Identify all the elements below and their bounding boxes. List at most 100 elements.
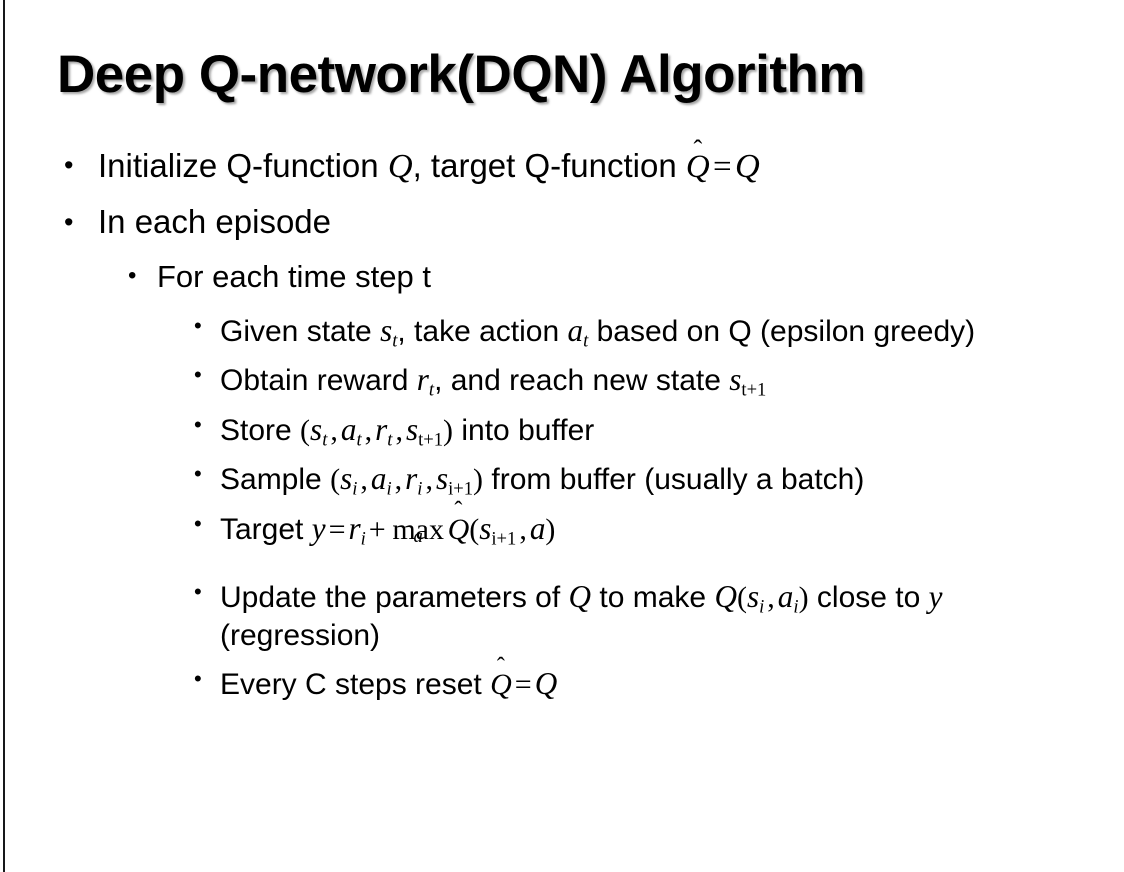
list-item: • Every C steps reset ̂Q=Q [0,664,1124,704]
math-subscript: i [759,596,765,618]
math-var-r: r [405,461,418,497]
text-run: from buffer (usually a batch) [483,463,865,497]
text-run: Obtain reward [220,364,417,398]
list-item: • In each episode [0,203,1124,243]
text-run: into buffer [453,413,595,447]
math-paren-close: ) [798,580,809,614]
math-subscript: t [387,429,393,451]
list-item-text: For each time step t [157,258,431,294]
math-var-s: s [479,510,492,546]
list-item-text: Initialize Q-function Q, target Q-functi… [98,146,1124,187]
bullet-glyph: • [194,411,202,437]
text-run: Update the parameters of [220,580,569,614]
math-comma: , [394,463,403,497]
list-item: • Store (st,at,rt,st+1) into buffer [0,410,1124,450]
math-paren-open: ( [469,512,480,546]
math-comma: , [395,413,403,447]
math-var-r: r [416,362,429,398]
list-item: • Target y=ri+maxâQ(si+1,a) [0,509,1124,561]
math-var-s: s [729,362,742,398]
math-op-plus: + [368,512,386,546]
math-subscript: t+1 [418,429,443,450]
bullet-glyph: • [194,510,202,536]
math-comma: , [360,463,368,497]
subscript-value: t+1 [418,429,444,451]
math-var-s: s [310,411,323,447]
math-subscript: i [360,528,366,550]
math-var-Qhat: ̂Q [686,148,710,187]
math-comma: , [519,512,527,546]
math-var-s: s [405,411,419,447]
math-var-a: a [567,312,584,348]
max-underscript: a [413,525,423,547]
subscript-value: i+1 [491,528,517,550]
list-item-text: Obtain reward rt, and reach new state st… [220,360,1096,400]
math-subscript: i [352,478,358,500]
math-var-Q: Q [714,578,737,614]
math-subscript: t [392,330,398,352]
text-run: , take action [397,314,568,348]
math-base-Q: Q [490,668,512,702]
math-base-Q: Q [685,149,710,185]
list-item-text: Sample (si,ai,ri,si+1) from buffer (usua… [220,459,1096,499]
subscript-value: t+1 [741,379,767,401]
math-var-s: s [746,578,760,614]
list-item-text: Target y=ri+maxâQ(si+1,a) [220,509,1096,549]
bullet-list: • Initialize Q-function Q, target Q-func… [0,146,1124,714]
math-paren-close: ) [473,463,484,497]
math-paren-open: ( [736,580,747,614]
math-comma: , [425,463,433,497]
bullet-glyph: • [194,461,202,487]
text-run: to make [591,580,715,614]
math-op-equals: = [328,512,346,546]
list-item: • Obtain reward rt, and reach new state … [0,360,1124,400]
math-comma: , [364,413,373,447]
math-var-a: a [340,411,357,447]
math-var-r: r [375,411,388,447]
text-run: Given state [220,314,381,348]
subscript-value: i+1 [448,478,474,500]
text-run: Every C steps reset [220,668,491,702]
math-var-s: s [380,312,393,348]
math-var-s: s [435,461,449,497]
math-var-Q: Q [387,147,413,185]
math-var-Qhat: ̂Q [448,511,470,549]
math-paren-close: ) [545,512,556,546]
math-subscript: t+1 [741,380,766,401]
math-var-r: r [348,510,361,546]
text-run: Sample [220,463,331,497]
max-label: max [392,512,444,546]
list-item: • For each time step t [0,259,1124,297]
bullet-glyph: • [194,578,202,604]
math-comma: , [330,413,338,447]
math-subscript: t [428,379,435,401]
math-var-a: a [529,510,546,546]
bullet-glyph: • [194,312,202,338]
text-run: Store [220,413,301,447]
math-var-y: y [311,510,326,546]
math-paren-open: ( [300,413,311,447]
text-run: based on Q (epsilon greedy) [588,314,976,348]
list-item-text: Every C steps reset ̂Q=Q [220,664,1096,704]
list-item: • Update the parameters of Q to make Q(s… [0,577,1124,656]
math-var-a: a [777,578,794,614]
math-subscript: t [356,429,362,451]
page-title: Deep Q-network(DQN) Algorithm [57,45,865,104]
math-subscript: t [322,429,328,451]
bullet-glyph: • [64,206,74,237]
text-run: Initialize Q-function [98,147,388,184]
math-var-Q: Q [734,147,760,185]
math-var-s: s [340,461,353,497]
math-var-Q: Q [534,666,558,702]
math-subscript: i+1 [491,528,516,549]
math-subscript: i+1 [448,479,473,500]
math-var-Q: Q [568,578,592,614]
math-var-Qhat: ̂Q [490,666,512,704]
math-subscript: i [417,478,423,500]
text-run: Target [220,512,312,546]
left-edge-rule [3,0,5,872]
list-item-text: Store (st,at,rt,st+1) into buffer [220,410,1096,450]
list-item: • Given state st, take action at based o… [0,311,1124,351]
bullet-glyph: • [128,261,137,289]
